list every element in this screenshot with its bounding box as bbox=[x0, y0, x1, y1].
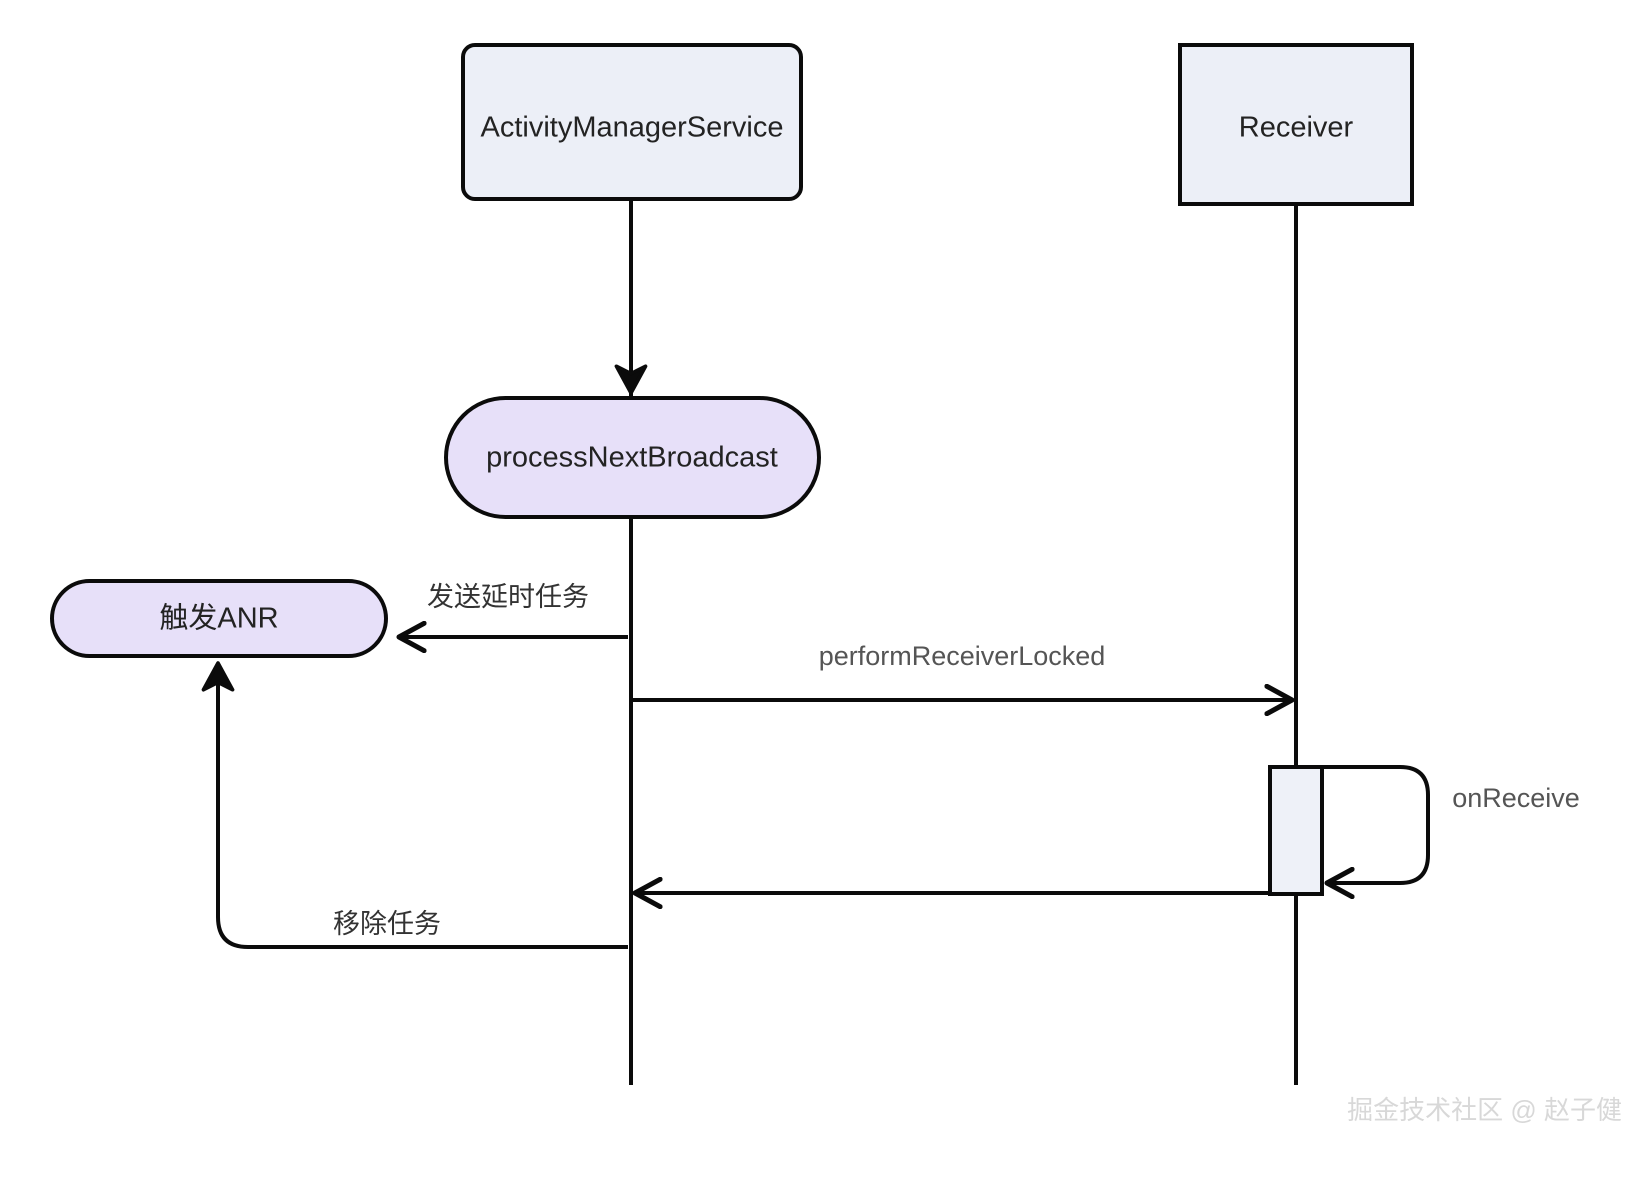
message-label-perform-receiver-locked: performReceiverLocked bbox=[819, 641, 1106, 671]
activation-box-receiver[interactable] bbox=[1268, 765, 1324, 896]
node-label-trigger-anr: 触发ANR bbox=[159, 602, 278, 635]
participant-box-activitymanagerservice[interactable] bbox=[461, 43, 803, 201]
edge-remove-task bbox=[201, 661, 628, 949]
participant-label-receiver: Receiver bbox=[1239, 112, 1354, 144]
watermark-label: 掘金技术社区 @ 赵子健 bbox=[1347, 1095, 1622, 1125]
participant-label-activitymanagerservice: ActivityManagerService bbox=[481, 112, 784, 144]
message-label-send-delayed-task: 发送延时任务 bbox=[427, 582, 589, 612]
message-label-on-receive: onReceive bbox=[1452, 783, 1580, 813]
edge-on-receive-self-loop bbox=[1322, 765, 1430, 883]
node-trigger-anr[interactable] bbox=[50, 579, 388, 658]
participant-box-receiver[interactable] bbox=[1178, 43, 1414, 206]
node-label-process-next-broadcast: processNextBroadcast bbox=[486, 442, 778, 474]
message-label-remove-task: 移除任务 bbox=[333, 909, 441, 939]
node-process-next-broadcast[interactable] bbox=[444, 396, 821, 519]
